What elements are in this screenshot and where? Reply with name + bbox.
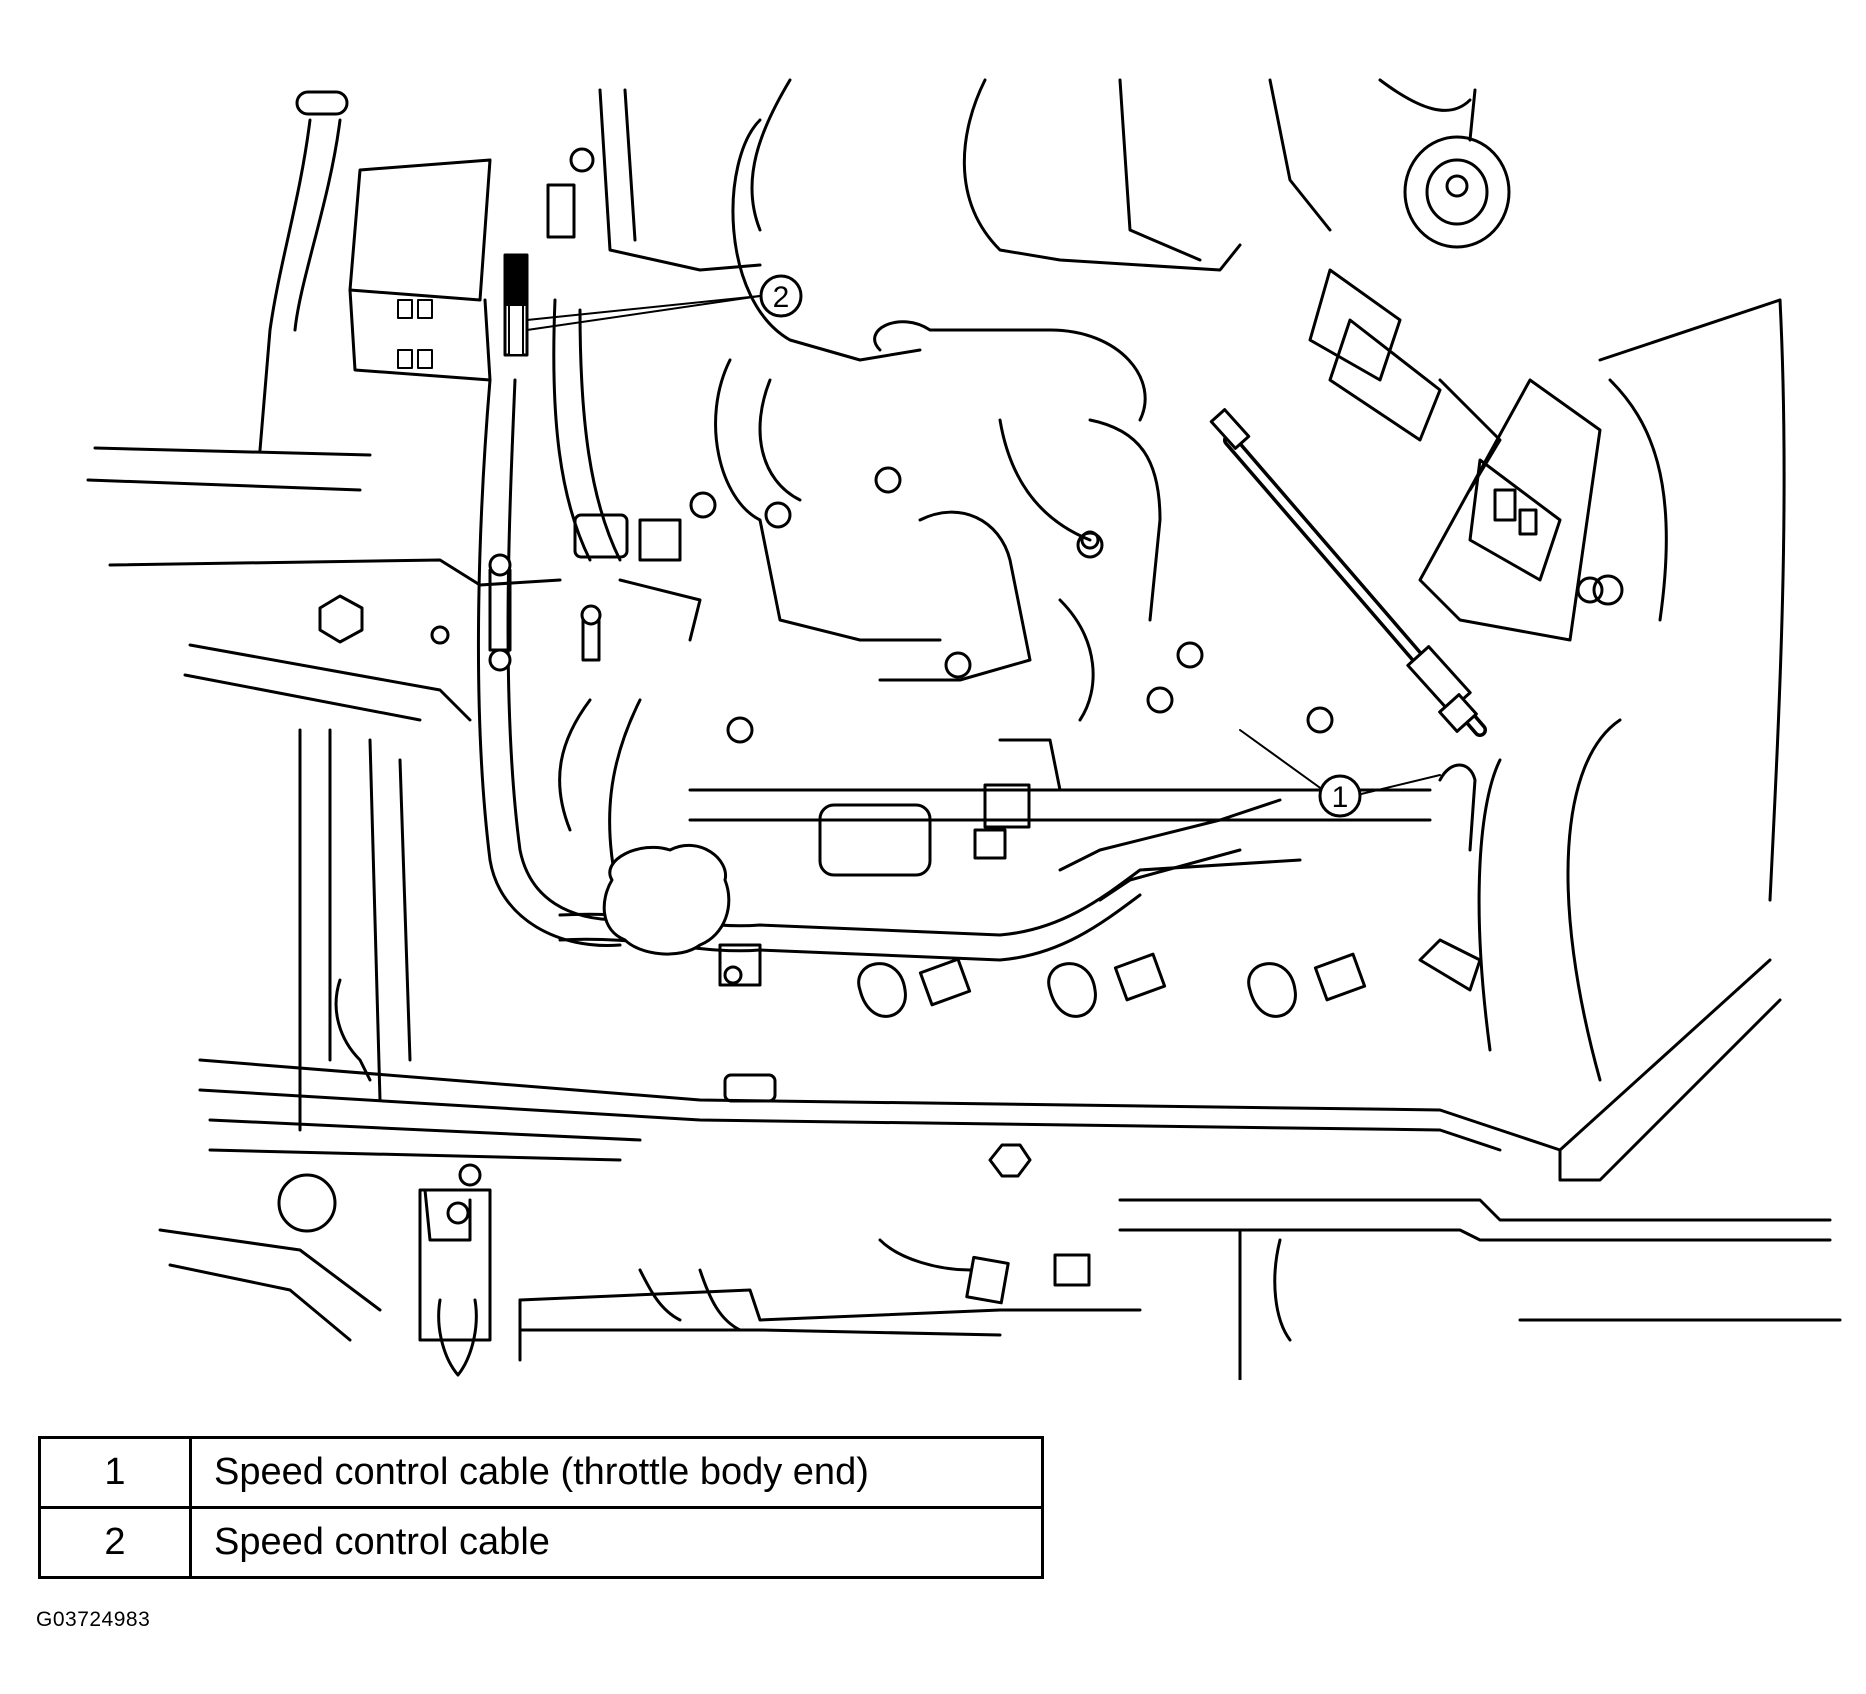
callout-2: 2 — [526, 274, 803, 331]
legend-number: 2 — [38, 1506, 192, 1579]
figure-id: G03724983 — [36, 1608, 151, 1631]
legend-table: 1 Speed control cable (throttle body end… — [38, 1436, 1044, 1579]
engine-compartment-diagram: 1 2 — [86, 78, 1842, 1380]
callout-1-label: 1 — [1332, 781, 1349, 814]
legend-description: Speed control cable — [189, 1506, 1044, 1579]
speed-control-cable — [1209, 408, 1487, 737]
engine-line-art — [86, 78, 1842, 1380]
legend-description: Speed control cable (throttle body end) — [189, 1436, 1044, 1509]
speed-control-cable-upper — [503, 253, 529, 357]
legend-row: 2 Speed control cable — [38, 1506, 1044, 1579]
callout-2-label: 2 — [773, 281, 790, 314]
callout-1: 1 — [1239, 729, 1441, 818]
legend-row: 1 Speed control cable (throttle body end… — [38, 1436, 1044, 1509]
legend-number: 1 — [38, 1436, 192, 1509]
